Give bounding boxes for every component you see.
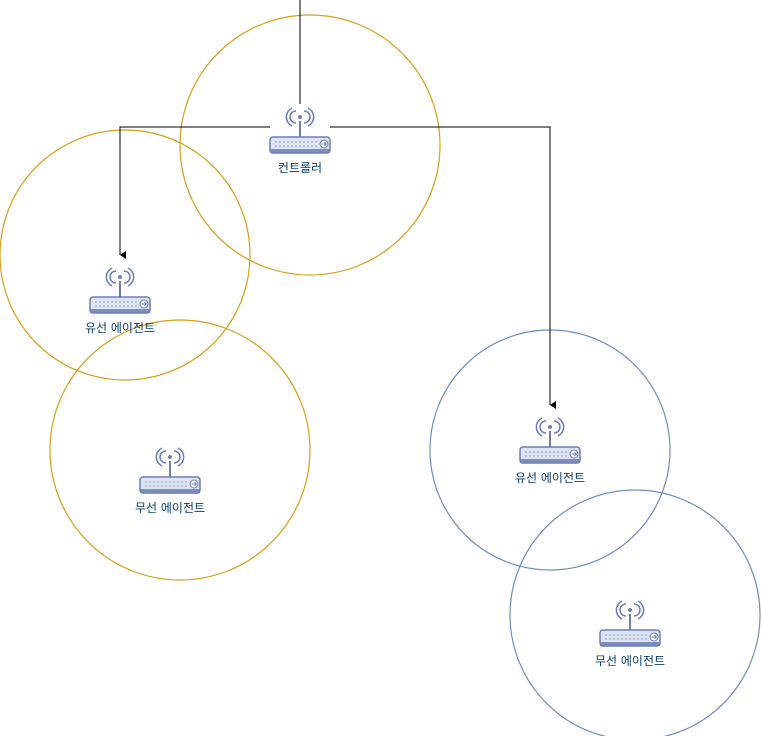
wireless-router-icon [269,107,331,154]
wired-agent-b-label: 유선 에이전트 [515,471,585,485]
coverage-circle-controller [179,14,441,276]
wired-agent-a-label: 유선 에이전트 [85,321,155,335]
controller-node[interactable]: 컨트롤러 [269,107,331,175]
wireless-router-icon [599,600,661,647]
connector-controller-to-wired-agent-a[interactable] [119,126,270,259]
wireless-router-icon [519,417,581,464]
coverage-circle-wireless-agent-a [49,319,311,581]
wireless-agent-b-node[interactable]: 무선 에이전트 [595,600,665,668]
connector-controller-to-wired-agent-b[interactable] [330,126,556,409]
wired-agent-a-node[interactable]: 유선 에이전트 [85,267,155,335]
controller-label: 컨트롤러 [278,161,322,175]
wireless-agent-a-node[interactable]: 무선 에이전트 [135,447,205,515]
wired-agent-b-node[interactable]: 유선 에이전트 [515,417,585,485]
wireless-agent-a-label: 무선 에이전트 [135,501,205,515]
wireless-router-icon [139,447,201,494]
coverage-circle-wired-agent-a [0,129,251,381]
wireless-agent-b-label: 무선 에이전트 [595,654,665,668]
wireless-router-icon [89,267,151,314]
coverage-circle-wireless-agent-b [509,489,761,736]
